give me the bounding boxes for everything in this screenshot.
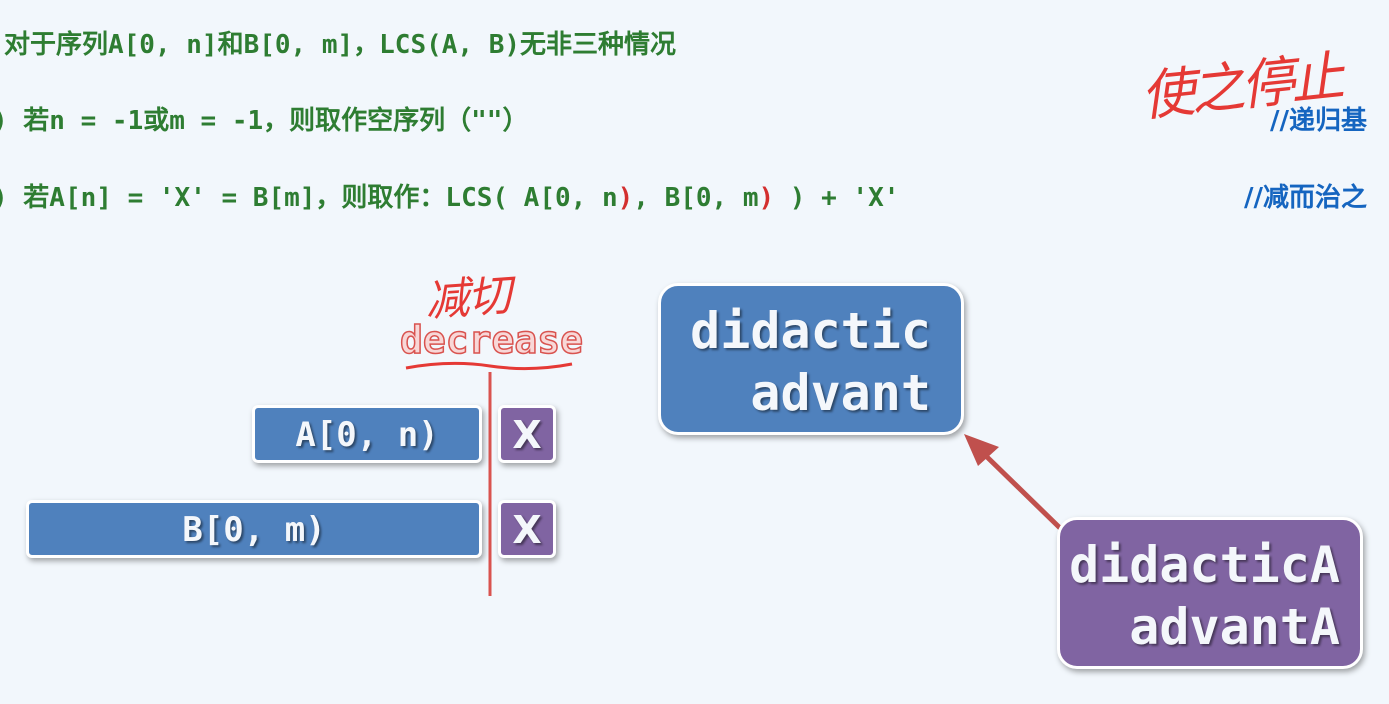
sequence-a-prefix: A[0, n) <box>252 405 482 463</box>
sequence-b-prefix: B[0, m) <box>26 500 482 558</box>
arrow-head <box>964 434 999 466</box>
case-intro: 对于序列A[0, n]和B[0, m]，LCS(A, B)无非三种情况 <box>4 30 677 60</box>
sequence-b-last-char: X <box>498 500 556 558</box>
example-reduced-line2: advant <box>750 364 931 422</box>
decrease-underline <box>405 361 573 371</box>
case-decrease-pre: ) 若A[n] = 'X' = B[m]，则取作：LCS( A[0, n <box>0 183 618 213</box>
open-interval-paren-b: ) <box>758 183 775 213</box>
arrow-shaft <box>983 453 1062 530</box>
decrease-label: decrease <box>399 317 584 363</box>
case-base: ) 若n = -1或m = -1，则取作空序列（""） <box>0 106 529 136</box>
case-decrease: ) 若A[n] = 'X' = B[m]，则取作：LCS( A[0, n), B… <box>0 177 899 214</box>
comment-base: //递归基 <box>1270 106 1367 136</box>
open-interval-paren-a: ) <box>617 183 634 213</box>
comment-decrease-conquer: //减而治之 <box>1244 183 1367 213</box>
example-original: didacticA advantA <box>1057 517 1363 669</box>
example-original-line1: didacticA <box>1069 536 1340 594</box>
sequence-a-last-char: X <box>498 405 556 463</box>
example-reduced: didactic advant <box>658 283 964 435</box>
example-reduced-line1: didactic <box>690 302 931 360</box>
example-original-line2: advantA <box>1129 598 1340 656</box>
case-decrease-mid: , B[0, m <box>633 183 759 213</box>
case-decrease-post: ) + 'X' <box>774 183 900 213</box>
